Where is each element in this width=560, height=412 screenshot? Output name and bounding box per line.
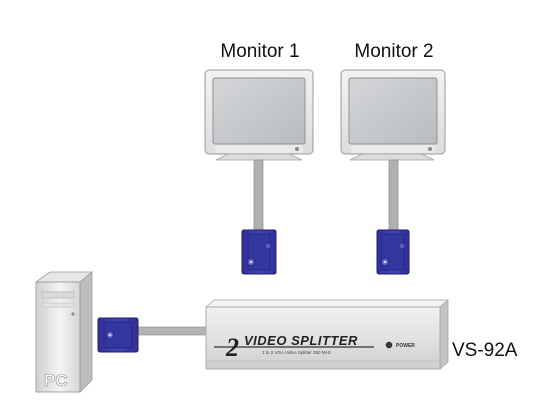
brand-subtitle: 1 to 2 VGA Video Splitter 350 MHz	[262, 350, 332, 355]
monitor-1-vga-connector	[241, 229, 277, 275]
monitor-2: Monitor 2	[340, 41, 446, 275]
pc-label: PC	[44, 371, 68, 390]
brand-text: VIDEO SPLITTER	[244, 333, 358, 348]
pc-cable	[135, 326, 211, 336]
monitor-1-label: Monitor 1	[220, 41, 299, 62]
monitor-2-cable	[388, 159, 399, 233]
power-label: POWER	[396, 343, 415, 349]
monitor-1-screen	[204, 69, 314, 161]
power-led-icon	[385, 341, 393, 349]
pc-vga-connector	[97, 317, 139, 353]
monitor-1: Monitor 1	[204, 41, 314, 275]
brand-number: 2	[225, 333, 239, 362]
model-label: VS-92A	[452, 340, 518, 361]
monitor-1-cable	[253, 159, 264, 233]
video-splitter-device: 2 VIDEO SPLITTER 1 to 2 VGA Video Splitt…	[204, 299, 450, 370]
monitor-2-vga-connector	[376, 229, 410, 275]
monitor-2-screen	[340, 69, 446, 161]
monitor-2-label: Monitor 2	[354, 41, 433, 62]
pc-tower: PC	[34, 271, 94, 393]
